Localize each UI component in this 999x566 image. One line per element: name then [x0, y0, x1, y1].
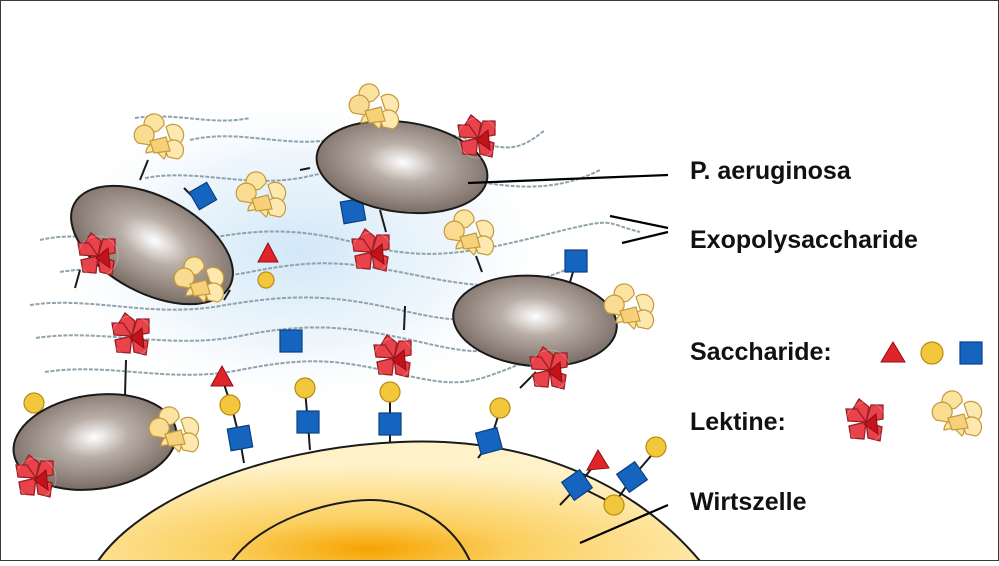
triangle-sugars	[210, 241, 610, 471]
label-saccharides: Saccharide:	[690, 338, 832, 366]
label-lectins: Lektine:	[690, 408, 786, 436]
red-lectin-icon	[845, 398, 887, 443]
yellow-lectin-icon	[931, 390, 983, 437]
circle-sugar-icon	[920, 341, 944, 365]
triangle-sugar-icon	[880, 341, 906, 363]
legend-icons	[845, 341, 983, 443]
label-bacterium: P. aeruginosa	[690, 157, 851, 185]
square-sugar-icon	[959, 341, 983, 365]
label-exopolysaccharide: Exopolysaccharide	[690, 226, 918, 254]
host-cell	[96, 440, 703, 562]
label-host-cell: Wirtszelle	[690, 488, 807, 516]
square-sugars	[188, 181, 649, 502]
leader-lines	[467, 173, 669, 545]
circle-sugars	[23, 271, 667, 516]
